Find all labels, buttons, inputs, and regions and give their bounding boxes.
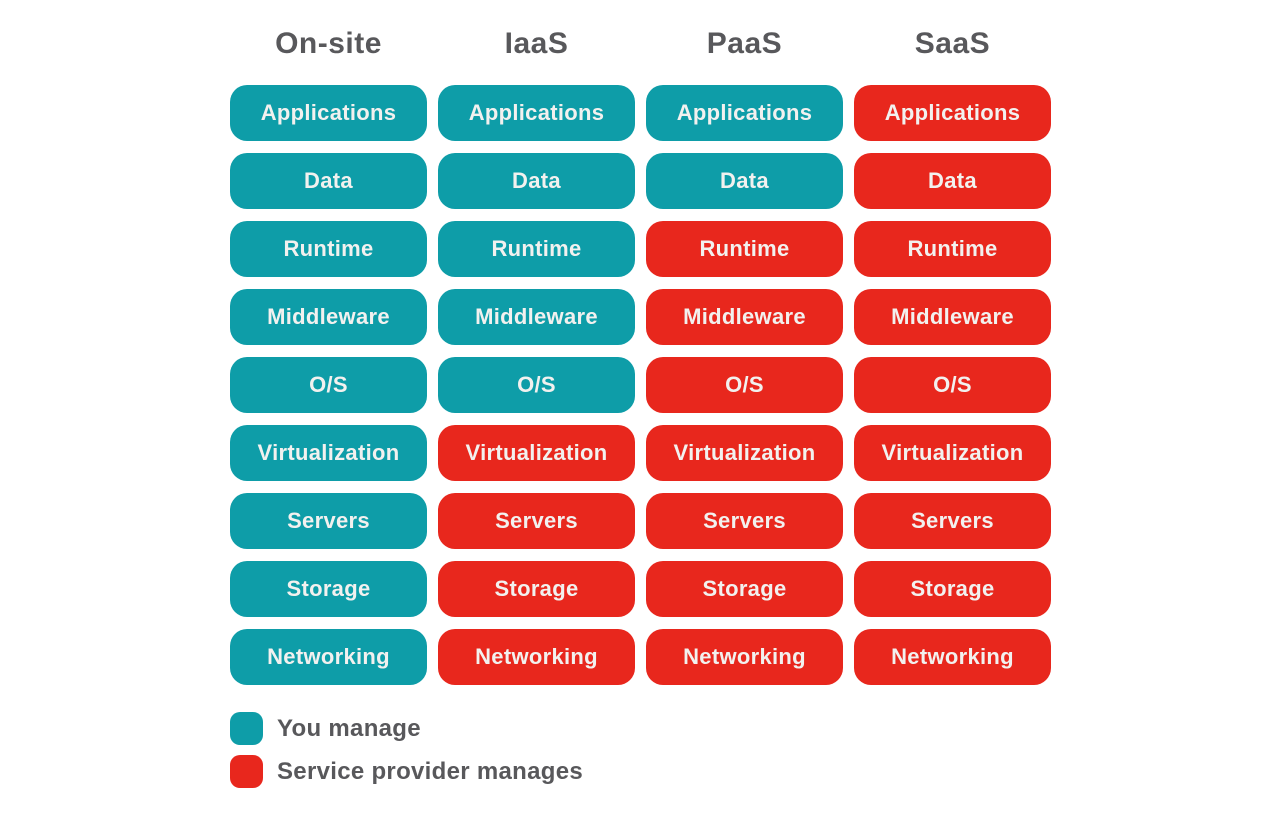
layer-pill-iaas-data: Data [438, 153, 635, 209]
layer-pill-iaas-virtualization: Virtualization [438, 425, 635, 481]
layer-pill-on-site-virtualization: Virtualization [230, 425, 427, 481]
layer-pill-iaas-o-s: O/S [438, 357, 635, 413]
legend-swatch-teal [230, 712, 263, 745]
layer-pill-iaas-storage: Storage [438, 561, 635, 617]
layer-pill-saas-storage: Storage [854, 561, 1051, 617]
layer-pill-on-site-storage: Storage [230, 561, 427, 617]
legend-label: Service provider manages [277, 757, 584, 785]
layer-pill-iaas-applications: Applications [438, 85, 635, 141]
layer-pill-paas-runtime: Runtime [646, 221, 843, 277]
column-header-iaas: IaaS [504, 27, 569, 60]
layer-pill-iaas-servers: Servers [438, 493, 635, 549]
layer-pill-on-site-middleware: Middleware [230, 289, 427, 345]
legend-label: You manage [277, 714, 421, 742]
layer-pill-saas-runtime: Runtime [854, 221, 1051, 277]
layer-pill-on-site-networking: Networking [230, 629, 427, 685]
column-header-saas: SaaS [914, 27, 991, 60]
layer-pill-paas-storage: Storage [646, 561, 843, 617]
layer-pill-saas-o-s: O/S [854, 357, 1051, 413]
layer-pill-on-site-o-s: O/S [230, 357, 427, 413]
layer-pill-saas-virtualization: Virtualization [854, 425, 1051, 481]
layer-pill-paas-data: Data [646, 153, 843, 209]
layer-pill-saas-networking: Networking [854, 629, 1051, 685]
layer-pill-on-site-runtime: Runtime [230, 221, 427, 277]
layer-pill-paas-servers: Servers [646, 493, 843, 549]
column-header-on-site: On-site [275, 27, 382, 60]
column-header-paas: PaaS [706, 27, 783, 60]
layer-pill-paas-middleware: Middleware [646, 289, 843, 345]
layer-pill-iaas-networking: Networking [438, 629, 635, 685]
layer-pill-on-site-data: Data [230, 153, 427, 209]
legend-item-service-provider-manages: Service provider manages [230, 755, 1052, 788]
layer-pill-paas-virtualization: Virtualization [646, 425, 843, 481]
column-headers: On-site IaaS PaaS SaaS [230, 26, 1052, 62]
layer-pill-saas-middleware: Middleware [854, 289, 1051, 345]
layer-pill-paas-networking: Networking [646, 629, 843, 685]
layer-pill-iaas-middleware: Middleware [438, 289, 635, 345]
legend-item-you-manage: You manage [230, 712, 1052, 745]
layer-pill-paas-o-s: O/S [646, 357, 843, 413]
layer-pill-on-site-servers: Servers [230, 493, 427, 549]
layer-pill-on-site-applications: Applications [230, 85, 427, 141]
layer-pill-saas-servers: Servers [854, 493, 1051, 549]
layer-pill-iaas-runtime: Runtime [438, 221, 635, 277]
layer-pill-paas-applications: Applications [646, 85, 843, 141]
layer-pill-saas-applications: Applications [854, 85, 1051, 141]
layer-pill-saas-data: Data [854, 153, 1051, 209]
legend-swatch-red [230, 755, 263, 788]
